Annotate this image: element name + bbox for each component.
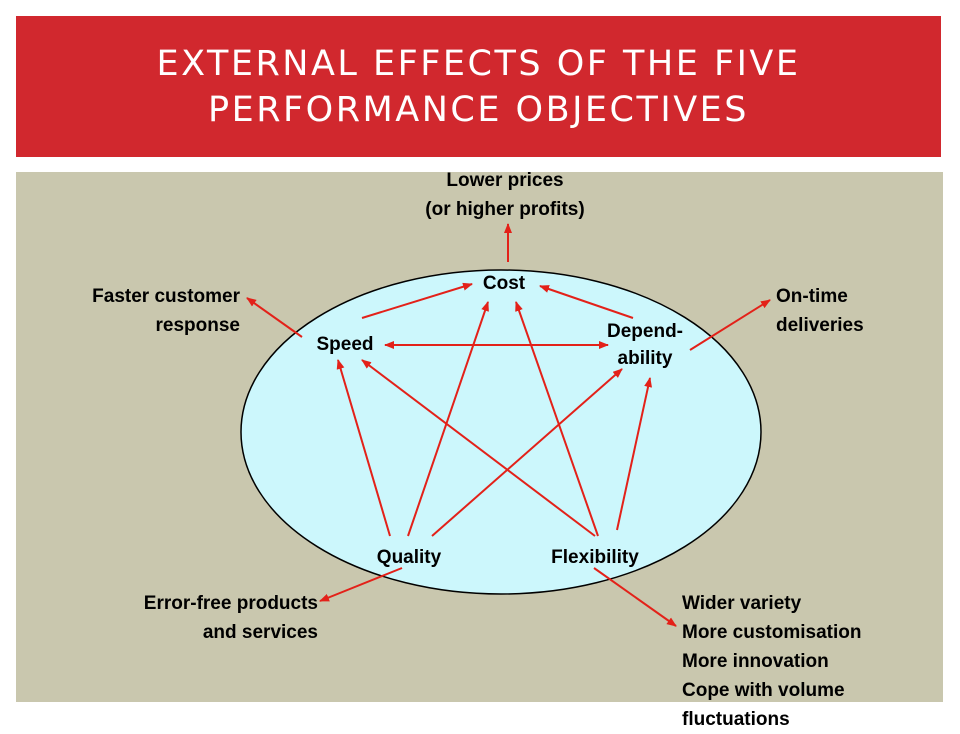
effect-speed-line-1: Faster customer (92, 286, 240, 307)
node-cost-label: Cost (482, 273, 526, 294)
node-speed: Speed (305, 331, 385, 358)
effect-quality-line-2: and services (202, 622, 318, 643)
arrow-quality-to-error-free (319, 567, 403, 602)
arrow-dependability-to-cost (539, 285, 634, 319)
node-dependability: Depend- ability (590, 318, 700, 372)
arrow-quality-to-cost (407, 301, 489, 537)
node-flexibility: Flexibility (530, 544, 660, 571)
effect-dependability: On-time deliveries (776, 282, 936, 340)
node-dependability-label-2: ability (617, 348, 673, 369)
effect-flexibility: Wider variety More customisation More in… (682, 589, 942, 734)
arrow-flexibility-to-cost (515, 301, 599, 537)
arrow-dependability-to-on-time (689, 299, 771, 351)
node-flexibility-label: Flexibility (551, 547, 639, 568)
effect-flexibility-line-3: More innovation (682, 651, 829, 672)
effect-speed-line-2: response (155, 315, 240, 336)
node-quality-label: Quality (376, 547, 442, 568)
effect-quality-line-1: Error-free products (143, 593, 318, 614)
title-bar: EXTERNAL EFFECTS OF THE FIVE PERFORMANCE… (16, 16, 941, 157)
arrow-quality-to-speed (336, 359, 391, 537)
node-dependability-label-1: Depend- (607, 321, 683, 342)
arrow-speed-to-cost (361, 282, 473, 319)
effect-flexibility-line-1: Wider variety (682, 593, 802, 614)
slide-title-line-1: EXTERNAL EFFECTS OF THE FIVE (156, 43, 801, 84)
arrow-flexibility-to-dependability (616, 377, 652, 531)
node-quality: Quality (354, 544, 464, 571)
effect-flexibility-line-2: More customisation (682, 622, 862, 643)
effect-cost-line-2: (or higher profits) (425, 199, 585, 220)
objectives-ellipse (240, 269, 762, 595)
effect-cost-line-1: Lower prices (446, 170, 564, 191)
effect-dependability-line-1: On-time (776, 286, 848, 307)
node-cost: Cost (464, 270, 544, 297)
effect-speed: Faster customer response (30, 282, 240, 340)
node-speed-label: Speed (316, 334, 374, 355)
effect-cost: Lower prices (or higher profits) (380, 166, 630, 224)
slide-title-line-2: PERFORMANCE OBJECTIVES (208, 89, 749, 130)
arrow-speed-to-faster-response (246, 297, 303, 338)
arrow-flexibility-to-wider-variety (593, 567, 677, 627)
effect-flexibility-line-4: Cope with volume (682, 680, 845, 701)
arrow-flexibility-to-speed (361, 359, 596, 537)
effect-quality: Error-free products and services (60, 589, 318, 647)
effect-dependability-line-2: deliveries (776, 315, 864, 336)
arrow-quality-to-dependability (431, 368, 623, 537)
